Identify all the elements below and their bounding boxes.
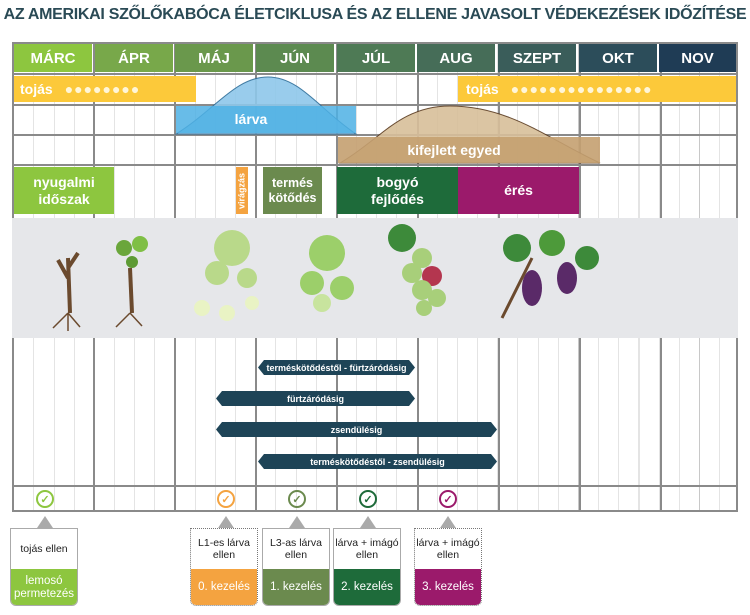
treatment-name: 1. kezelés [263,569,329,605]
treatment-callout: lárva + imágó ellen 2. kezelés [333,528,401,606]
check-icon: ✓ [36,490,54,508]
ripening-stage: érés [458,167,579,214]
page-title: AZ AMERIKAI SZŐLŐKABÓCA ÉLETCIKLUSA ÉS A… [3,6,747,23]
treatment-callout: tojás ellen lemosó permetezés [10,528,78,606]
month-apr: ÁPR [95,44,173,72]
divider [12,104,738,106]
dormant-vine-icon [52,251,81,331]
berry-cluster-icon [388,224,446,316]
treatment-name: 0. kezelés [191,569,257,605]
dormancy-stage: nyugalmi időszak [14,167,114,214]
treatment-target: L1-es lárva ellen [198,536,250,561]
treatment-target: L3-as lárva ellen [270,536,322,561]
egg-bar-autumn: tojás ●●●●●●●●●●●●●●● [458,76,736,102]
adult-label: kifejlett egyed [407,141,501,158]
treatment-callout: L3-as lárva ellen 1. kezelés [262,528,330,606]
divider [12,164,738,166]
treatment-name: 2. kezelés [334,569,400,605]
period-to-veraison: zsendülésig [216,422,497,437]
month-jun: JÚN [256,44,334,72]
plant-illustrations [12,218,738,338]
flowering-stage: virágzás [236,167,248,214]
eggs-icon: ●●●●●●●● [64,80,141,97]
adult-bar: kifejlett egyed [338,137,600,163]
month-szept: SZEPT [498,44,576,72]
eggs-icon: ●●●●●●●●●●●●●●● [510,80,653,97]
treatment-target: tojás ellen [20,542,68,555]
month-maj: MÁJ [175,44,253,72]
month-marc: MÁRC [14,44,92,72]
treatment-callout: lárva + imágó ellen 3. kezelés [414,528,482,606]
egg-bar-spring: tojás ●●●●●●●● [14,76,196,102]
check-icon: ✓ [439,490,457,508]
period-fruitset-to-bunchclosure: terméskötődéstől - fürtzáródásig [258,360,415,375]
divider [12,73,738,75]
larva-label: lárva [234,111,268,128]
ripe-grapes-icon [500,230,599,319]
month-aug: AUG [417,44,495,72]
treatment-name: 3. kezelés [415,569,481,605]
fruit-set-vine-icon [300,235,354,312]
divider [12,134,738,136]
treatment-target: lárva + imágó ellen [335,536,399,561]
budding-vine-icon [115,236,148,328]
treatment-target: lárva + imágó ellen [416,536,480,561]
berry-stage: bogyó fejlődés [337,167,458,214]
egg-label: tojás [466,80,499,97]
callout-pointer [289,516,305,528]
callout-pointer [440,516,456,528]
callout-pointer [360,516,376,528]
month-jul: JÚL [337,44,415,72]
callout-pointer [218,516,234,528]
period-fruitset-to-veraison: terméskötődéstől - zsendülésig [258,454,497,469]
fruit-set-stage: termés kötődés [263,167,322,214]
month-okt: OKT [579,44,657,72]
flowering-vine-icon [194,230,259,321]
check-icon: ✓ [288,490,306,508]
larva-bar: lárva [176,106,356,133]
callout-pointer [37,516,53,528]
treatment-name: lemosó permetezés [11,569,77,605]
check-icon: ✓ [217,490,235,508]
period-to-bunchclosure: fürtzáródásig [216,391,415,406]
egg-label: tojás [20,80,53,97]
check-icon: ✓ [359,490,377,508]
month-nov: NOV [659,44,736,72]
divider [12,485,738,487]
treatment-callout: L1-es lárva ellen 0. kezelés [190,528,258,606]
